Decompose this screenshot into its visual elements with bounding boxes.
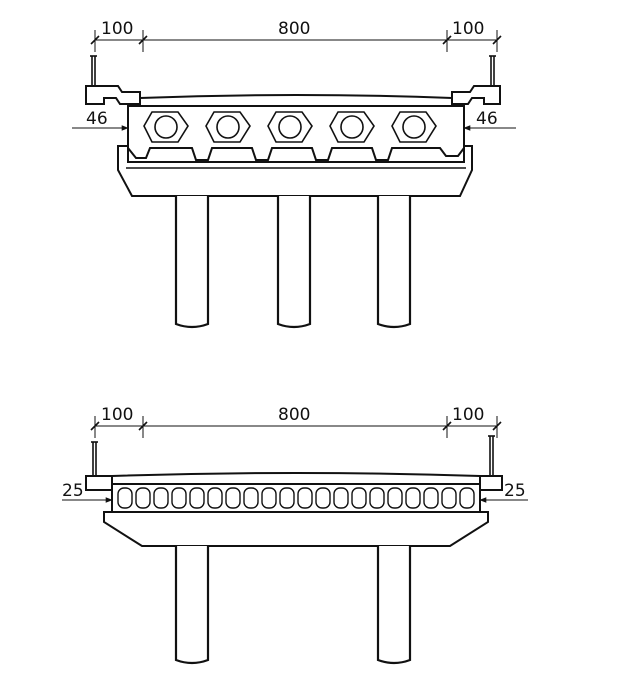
bottom-slab-void: [423, 487, 439, 509]
top-cap-beam: [117, 145, 473, 197]
top-void-2: [205, 111, 251, 143]
bottom-slab-void: [171, 487, 187, 509]
bottom-piles: [174, 546, 412, 665]
bottom-dim-center-label: 800: [278, 405, 310, 425]
bottom-slab-void: [297, 487, 313, 509]
top-deck-slab: [139, 94, 453, 107]
top-offset-left-label: 46: [86, 109, 108, 129]
top-dim-center-label: 800: [278, 19, 310, 39]
top-piles: [174, 196, 412, 329]
top-railing-posts: [90, 55, 496, 88]
top-void-3: [267, 111, 313, 143]
bottom-slab-void: [441, 487, 457, 509]
top-void-1: [143, 111, 189, 143]
bottom-slab-void: [387, 487, 403, 509]
bottom-dimension-line: 100 800 100: [90, 405, 502, 438]
bottom-slab-void: [207, 487, 223, 509]
bottom-slab-void: [333, 487, 349, 509]
bottom-hollow-slabs: [111, 483, 481, 513]
bottom-dim-right-label: 100: [452, 405, 484, 425]
bottom-slab-void: [189, 487, 205, 509]
bottom-railing-posts: [91, 435, 495, 478]
bottom-slab-void: [153, 487, 169, 509]
bottom-slab-void: [225, 487, 241, 509]
bottom-slab-void: [405, 487, 421, 509]
bottom-deck-slab: [111, 472, 481, 485]
top-offset-right-label: 46: [476, 109, 498, 129]
bottom-cap-beam: [103, 511, 489, 547]
top-void-4: [329, 111, 375, 143]
top-dim-left-label: 100: [101, 19, 133, 39]
bottom-slab-void: [369, 487, 385, 509]
bottom-slab-void: [315, 487, 331, 509]
bottom-slab-void: [261, 487, 277, 509]
bottom-offset-right-label: 25: [504, 481, 526, 501]
bottom-section: 100 800 100 25 25: [62, 405, 528, 665]
bottom-slab-void: [117, 487, 133, 509]
bottom-slab-void: [279, 487, 295, 509]
top-box-girders: [127, 105, 465, 161]
bottom-offset-left-label: 25: [62, 481, 84, 501]
top-dim-right-label: 100: [452, 19, 484, 39]
bottom-slab-voids: [117, 487, 475, 509]
bottom-slab-void: [135, 487, 151, 509]
top-void-5: [391, 111, 437, 143]
bottom-dim-left-label: 100: [101, 405, 133, 425]
top-dimension-line: 100 800 100: [90, 19, 502, 52]
top-section: 100 800 100: [72, 19, 516, 329]
bottom-offset-dimensions: 25 25: [62, 481, 528, 503]
bottom-slab-void: [351, 487, 367, 509]
top-curbs: [85, 85, 501, 105]
bottom-slab-void: [243, 487, 259, 509]
top-offset-dimensions: 46 46: [72, 109, 516, 131]
bottom-slab-void: [459, 487, 475, 509]
